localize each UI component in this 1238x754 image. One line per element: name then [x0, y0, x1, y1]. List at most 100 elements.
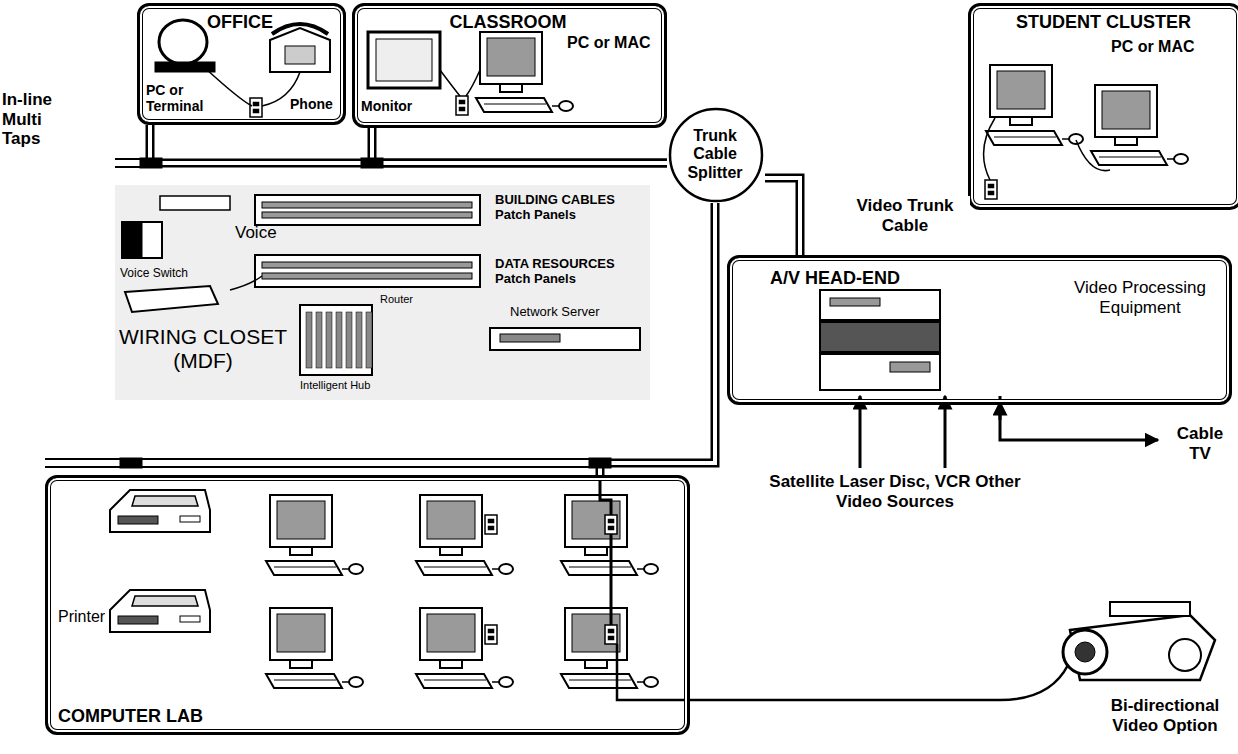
splitter-circle: Trunk Cable Splitter: [667, 107, 765, 203]
circle-shape: [670, 109, 762, 201]
trunk-cable: [150, 125, 667, 163]
mouse-cable: [342, 568, 349, 570]
in-line-tap: [120, 458, 142, 468]
keyboard-keys: [274, 680, 336, 681]
mouse-cable: [1167, 158, 1174, 160]
monitor-body: [990, 65, 1052, 117]
cable-core: [372, 128, 667, 163]
keyboard-keys: [274, 567, 336, 568]
part-label: PC or MAC: [1111, 38, 1221, 56]
in-line-tap: [140, 158, 162, 168]
classroom-monitor-screen: [376, 39, 432, 81]
monitor-stand: [1115, 137, 1137, 145]
network-server: [490, 328, 640, 350]
mouse: [559, 101, 573, 111]
voice-switch: [122, 222, 162, 258]
mouse-cable: [637, 568, 644, 570]
part-label: Voice: [235, 223, 295, 243]
camcorder-lens-glass: [1075, 642, 1095, 662]
keyboard: [986, 131, 1062, 145]
printer-body: [110, 490, 210, 532]
monitor-stand: [500, 84, 522, 92]
hub-slot: [336, 312, 342, 368]
mouse: [499, 677, 513, 687]
area-title: CLASSROOM: [355, 12, 661, 33]
cable-outline: [372, 128, 667, 163]
rack-unit: [820, 354, 940, 390]
monitor-stand: [290, 547, 312, 555]
area-box: STUDENT CLUSTERPC or MAC: [968, 3, 1238, 210]
mouse: [349, 564, 363, 574]
part-label: Network Server: [510, 305, 640, 320]
keyboard: [561, 561, 637, 575]
monitor-stand: [290, 660, 312, 668]
mouse-cable: [342, 681, 349, 683]
router-box: [125, 286, 218, 312]
outlet-jack: [253, 109, 259, 113]
part-label: PC or MAC: [567, 34, 657, 52]
patch-panel-ports: [262, 262, 472, 268]
area-box: OFFICEPC or TerminalPhone: [137, 3, 346, 125]
rack-panel: [830, 298, 880, 306]
mouse: [644, 677, 658, 687]
cluster-cable: [984, 118, 1110, 180]
area-box: COMPUTER LABPrinter: [45, 475, 690, 735]
cable-core: [765, 178, 800, 255]
closet-ground: [115, 185, 650, 400]
monitor-screen: [277, 501, 325, 539]
keyboard: [266, 561, 342, 575]
keyboard-keys: [569, 567, 631, 568]
hub-slot: [306, 312, 312, 368]
area-title: OFFICE: [140, 12, 340, 33]
part-label: Video Processing Equipment: [1060, 278, 1220, 317]
monitor-screen: [277, 614, 325, 652]
printer-paper: [132, 496, 198, 506]
wall-outlet: [485, 625, 497, 644]
wall-outlet: [250, 98, 262, 117]
patch-panel-ports: [262, 212, 472, 218]
keyboard: [416, 561, 492, 575]
keyboard-keys: [484, 104, 546, 105]
wall-outlet: [605, 625, 617, 644]
callout-label: In-line Multi Taps: [2, 90, 78, 149]
monitor-body: [420, 495, 482, 547]
keyboard: [266, 674, 342, 688]
monitor-stand: [585, 547, 607, 555]
area-box: WIRING CLOSET (MDF)VoiceVoice SwitchBUIL…: [115, 185, 651, 400]
camcorder-handle: [1110, 602, 1190, 616]
server-bay: [500, 334, 560, 342]
classroom-cable: [440, 70, 480, 96]
monitor-body: [270, 608, 332, 660]
phone-handset: [272, 24, 328, 34]
source-arrow: [859, 396, 862, 468]
phone-body: [270, 28, 330, 72]
outlet-jack: [988, 191, 994, 195]
lab-drop: [610, 534, 613, 625]
monitor-body: [1095, 85, 1157, 137]
cable-core: [150, 125, 667, 163]
phone-keypad: [285, 46, 315, 64]
classroom-monitor: [368, 32, 440, 88]
intelligent-hub: [300, 305, 372, 375]
outlet-jack: [488, 636, 494, 640]
wall-outlet: [985, 180, 997, 199]
part-label: Phone: [290, 96, 338, 112]
monitor-body: [565, 495, 627, 547]
keyboard-keys: [1099, 157, 1161, 158]
keyboard-keys: [569, 680, 631, 681]
terminal-base: [155, 62, 215, 72]
area-box: A/V HEAD-ENDVideo Processing Equipment: [727, 255, 1232, 405]
camcorder-cable: [617, 644, 1068, 700]
source-arrow: [944, 396, 947, 468]
cable-outline: [150, 125, 667, 163]
monitor-stand: [1010, 117, 1032, 125]
small-patch-panel: [160, 196, 230, 210]
mouse-cable: [1062, 138, 1069, 140]
monitor-screen: [427, 501, 475, 539]
callout-label: Satellite Laser Disc, VCR Other Video So…: [760, 472, 1030, 511]
keyboard-keys: [424, 680, 486, 681]
callout-label: Cable TV: [1166, 424, 1234, 463]
outlet-jack: [488, 629, 494, 633]
mouse-cable: [492, 681, 499, 683]
patch-panel: [255, 255, 480, 287]
